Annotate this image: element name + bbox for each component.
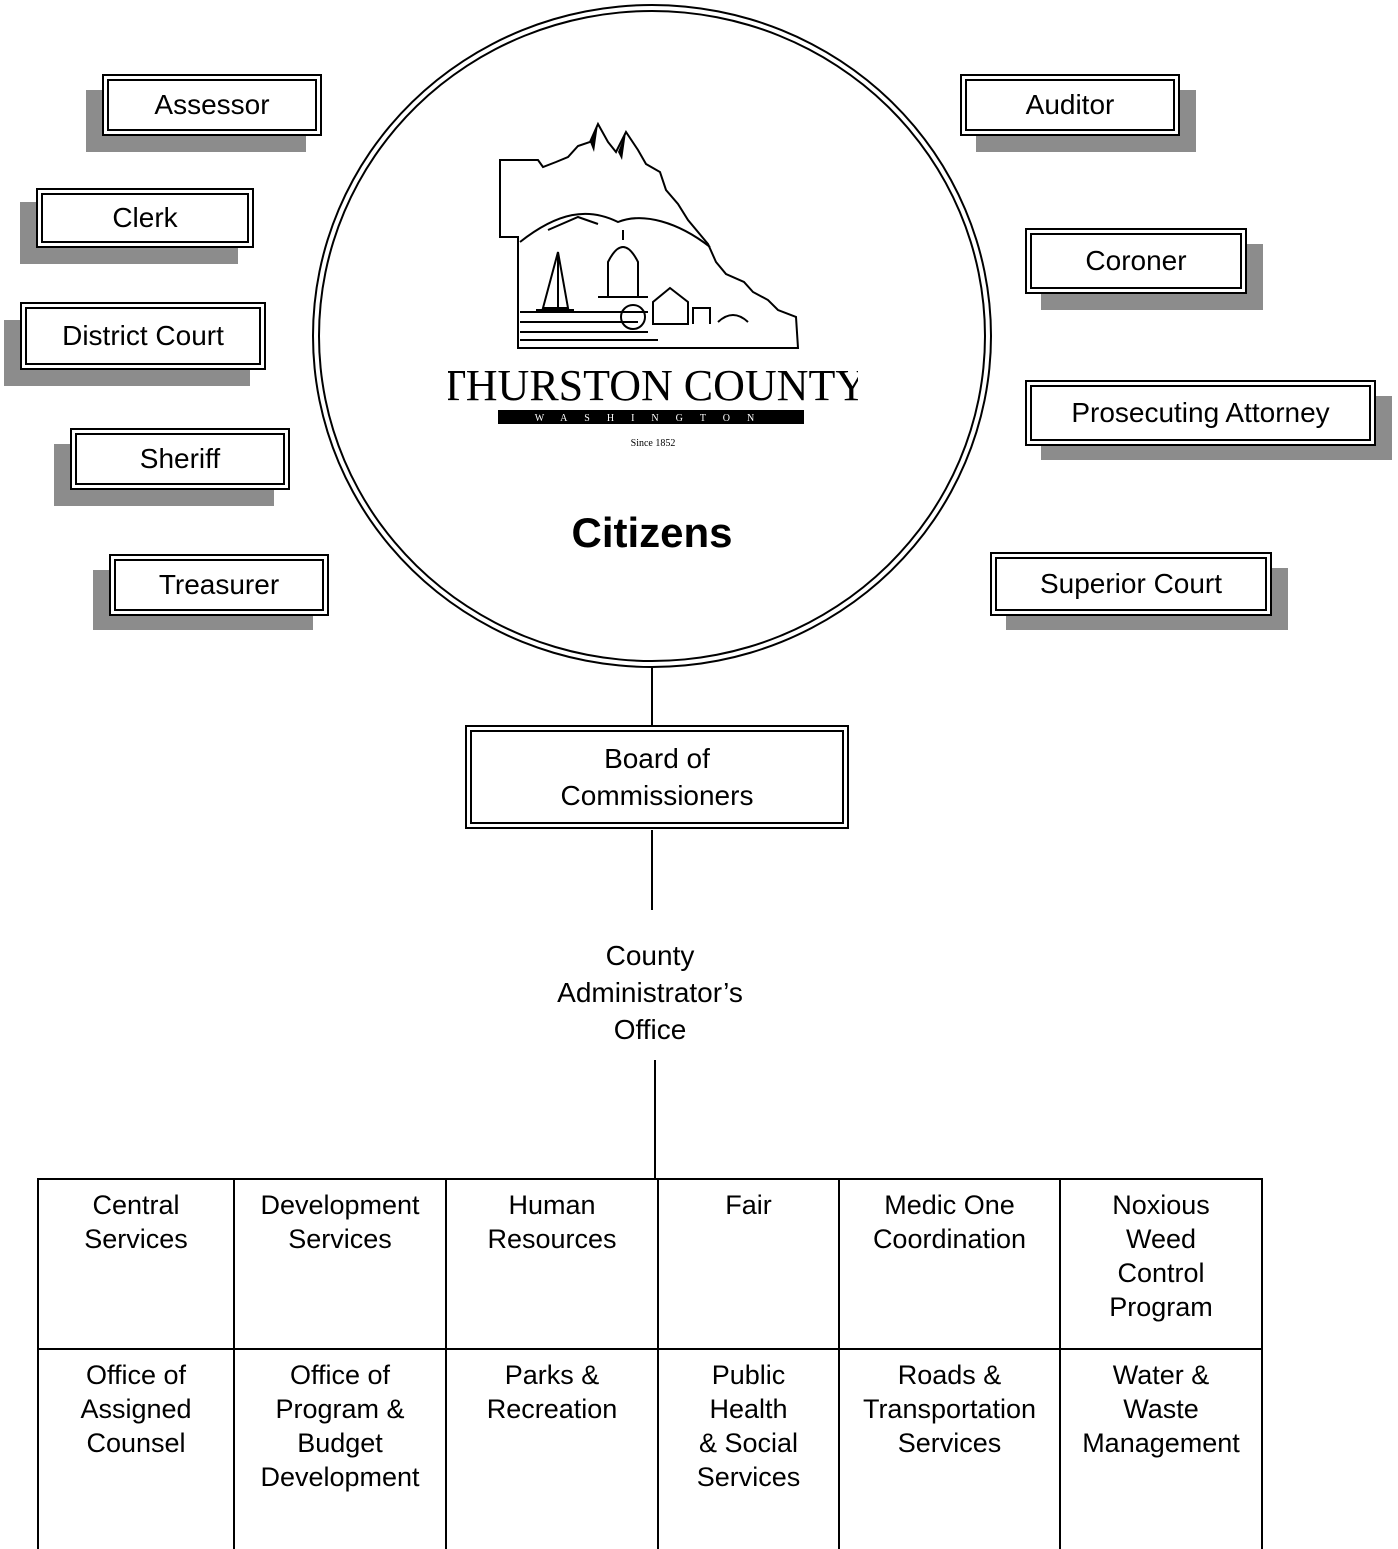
department-cell: Roads & Transportation Services [838,1348,1061,1549]
department-cell: Public Health & Social Services [657,1348,840,1549]
department-fair: Fair [725,1190,772,1220]
clerk-office: Clerk [20,188,254,266]
assessor-office: Assessor [86,74,322,154]
coroner-office: Coroner [1025,228,1263,312]
citizens-label: Citizens [571,509,733,556]
logo-county-name: THURSTON COUNTY [448,361,858,410]
sheriff-label: Sheriff [139,443,221,474]
department-roads-transportation: Roads & Transportation Services [862,1360,1037,1458]
department-cell: Office of Assigned Counsel [37,1348,235,1549]
departments-row-1: Central Services Development Services Hu… [37,1178,1263,1350]
citizens-circle [312,4,992,668]
auditor-office: Auditor [960,74,1196,154]
superior-court-office: Superior Court [990,552,1288,632]
department-cell: Office of Program & Budget Development [233,1348,447,1549]
connector-admin-departments [654,1060,656,1178]
department-cell: Water & Waste Management [1059,1348,1263,1549]
departments-table: Central Services Development Services Hu… [37,1178,1263,1549]
prosecuting-attorney-label: Prosecuting Attorney [1071,397,1330,428]
department-public-health-social-services: Public Health & Social Services [696,1360,801,1492]
department-office-of-program-budget: Office of Program & Budget Development [260,1360,420,1492]
department-human-resources: Human Resources [487,1190,617,1254]
prosecuting-attorney-office: Prosecuting Attorney [1025,380,1392,462]
clerk-label: Clerk [112,202,178,233]
connector-board-admin [651,830,653,910]
logo-state: WASHINGTON [535,413,771,424]
board-of-commissioners-box: Board of Commissioners [465,725,849,829]
department-cell: Central Services [37,1178,235,1350]
department-cell: Parks & Recreation [445,1348,659,1549]
department-central-services: Central Services [84,1190,188,1254]
treasurer-office: Treasurer [93,554,329,632]
county-administrator-office-label: County Administrator’s Office [557,940,743,1045]
superior-court-label: Superior Court [1039,568,1223,599]
sheriff-office: Sheriff [54,428,290,508]
department-water-waste-management: Water & Waste Management [1082,1360,1240,1458]
department-cell: Development Services [233,1178,447,1350]
coroner-label: Coroner [1085,245,1187,276]
board-of-commissioners-label: Board of Commissioners [560,743,754,811]
district-court-office: District Court [4,302,266,388]
department-cell: Noxious Weed Control Program [1059,1178,1263,1350]
connector-citizens-board [651,668,653,726]
district-court-label: District Court [62,320,224,351]
department-office-of-assigned-counsel: Office of Assigned Counsel [80,1360,192,1458]
department-parks-recreation: Parks & Recreation [486,1360,618,1424]
thurston-county-logo: THURSTON COUNTY WASHINGTON Since 1852 [448,121,858,449]
departments-row-2: Office of Assigned Counsel Office of Pro… [37,1348,1263,1549]
auditor-label: Auditor [1025,89,1115,120]
department-cell: Medic One Coordination [838,1178,1061,1350]
department-medic-one-coordination: Medic One Coordination [872,1190,1027,1254]
assessor-label: Assessor [154,89,270,120]
logo-since: Since 1852 [631,438,676,449]
department-noxious-weed-control: Noxious Weed Control Program [1109,1190,1213,1322]
department-cell: Fair [657,1178,840,1350]
department-development-services: Development Services [260,1190,420,1254]
department-cell: Human Resources [445,1178,659,1350]
treasurer-label: Treasurer [158,569,280,600]
